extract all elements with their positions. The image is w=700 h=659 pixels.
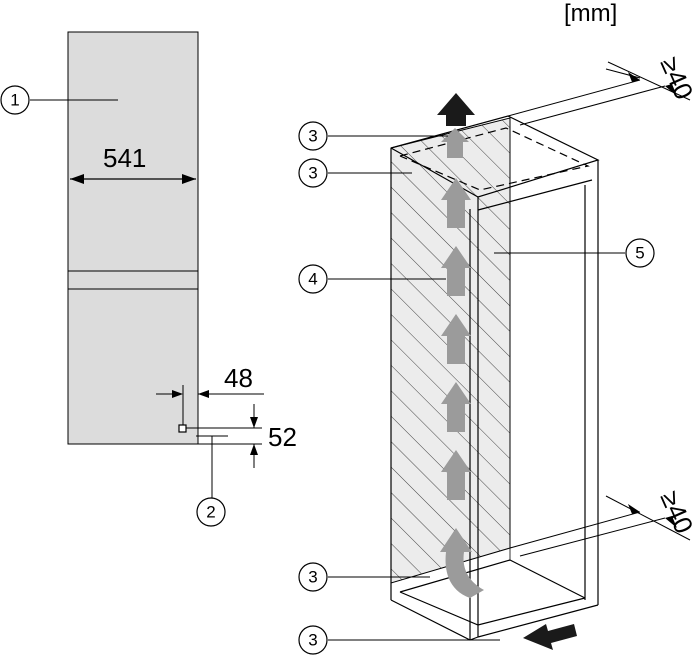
callout-3-bottom-number: 3 <box>308 631 317 650</box>
callout-1: 1 <box>0 85 118 115</box>
offset-y-value: 52 <box>268 422 297 452</box>
exhaust-arrow-icon <box>437 93 475 126</box>
callout-5-number: 5 <box>635 244 644 263</box>
airflow-arrow-icon <box>441 314 471 364</box>
hinge-marker <box>178 424 187 433</box>
airflow-arrow-icon <box>441 178 471 228</box>
callout-3-bottom: 3 <box>298 625 500 655</box>
airflow-arrow-icon <box>441 382 471 432</box>
top-gap-dimension <box>507 61 691 126</box>
offset-x-value: 48 <box>224 363 253 393</box>
hinge-offset-dimensions: 48 52 <box>156 363 297 468</box>
callout-2-number: 2 <box>206 503 215 522</box>
appliance-panel <box>67 31 199 445</box>
intake-curve-arrow-icon <box>440 528 484 598</box>
callout-3-upper-number: 3 <box>308 164 317 183</box>
airflow-arrow-icon <box>441 246 471 296</box>
cabinet-outline <box>390 115 600 641</box>
callout-5: 5 <box>494 238 655 268</box>
callout-3-upper: 3 <box>298 158 412 188</box>
callout-4-number: 4 <box>308 270 317 289</box>
unit-label: [mm] <box>564 0 617 27</box>
width-value: 541 <box>103 143 146 173</box>
bottom-gap-value: ≥40 <box>655 486 700 538</box>
callout-2: 2 <box>196 436 226 527</box>
top-gap-value: ≥40 <box>655 52 700 104</box>
callout-4: 4 <box>298 264 446 294</box>
callout-1-number: 1 <box>10 91 19 110</box>
airflow-arrows <box>437 93 577 650</box>
intake-arrow-icon <box>523 624 577 650</box>
airflow-arrow-icon <box>441 450 471 500</box>
callout-3-top: 3 <box>298 121 448 151</box>
callout-3-top-number: 3 <box>308 127 317 146</box>
callout-3-lower: 3 <box>298 562 430 592</box>
callout-3-lower-number: 3 <box>308 568 317 587</box>
width-dimension: 541 <box>70 143 196 184</box>
bottom-gap-dimension <box>509 495 691 557</box>
